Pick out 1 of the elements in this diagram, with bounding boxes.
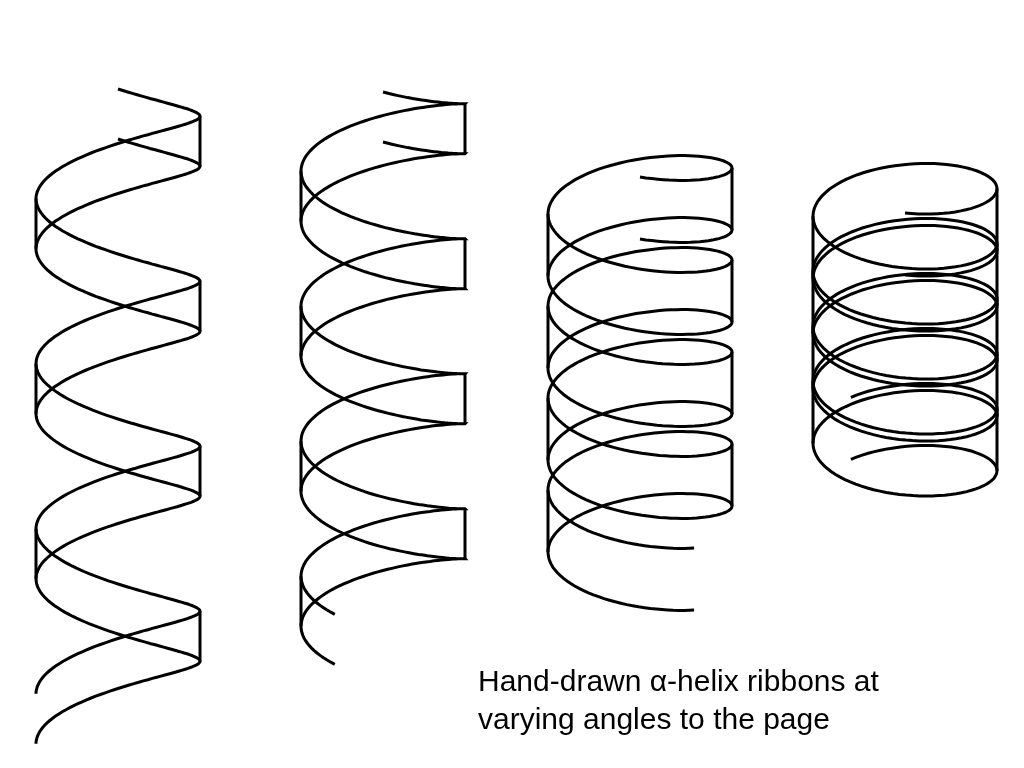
- caption: Hand-drawn α-helix ribbons at varying angles to the page: [478, 663, 880, 737]
